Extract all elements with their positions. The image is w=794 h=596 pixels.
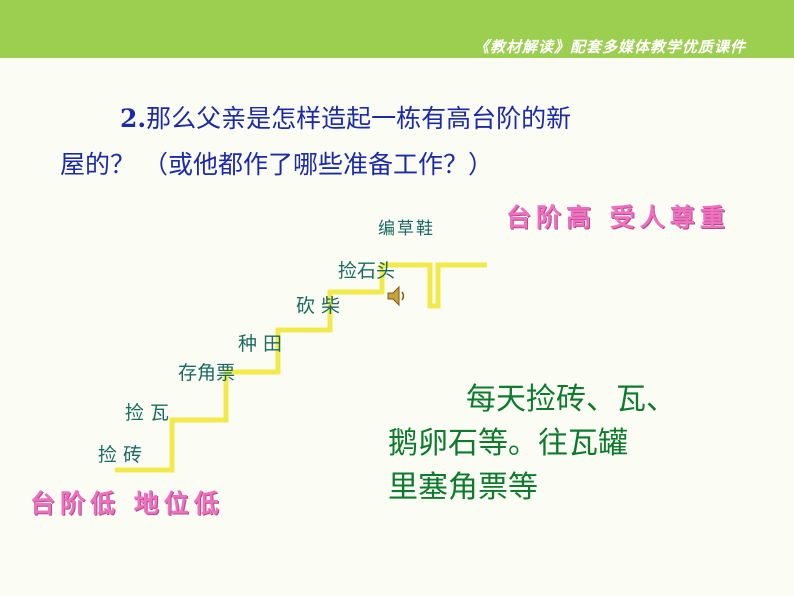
- question-line-1: 那么父亲是怎样造起一栋有高台阶的新: [146, 104, 572, 133]
- note-line-3: 里塞角票等: [388, 470, 538, 505]
- step-label-2: 捡 瓦: [125, 402, 170, 424]
- label-low-steps: 台阶低 地位低: [30, 489, 224, 518]
- brand-title: 《教材解读》配套多媒体教学优质课件: [473, 38, 746, 56]
- step-label-7: 编草鞋: [378, 219, 435, 239]
- question-text: 2.那么父亲是怎样造起一栋有高台阶的新 屋的？ （或他都作了哪些准备工作？）: [60, 96, 700, 188]
- label-high-steps: 台阶高 受人尊重: [506, 203, 730, 232]
- step-label-6: 捡石头: [338, 260, 396, 282]
- header-bar: 《教材解读》配套多媒体教学优质课件: [0, 0, 794, 58]
- note-line-2: 鹅卵石等。往瓦罐: [388, 426, 628, 461]
- step-label-3: 存角票: [178, 362, 236, 384]
- step-label-5: 砍 柴: [296, 295, 341, 317]
- question-line-2: 屋的？ （或他都作了哪些准备工作？）: [60, 150, 493, 179]
- speaker-icon[interactable]: [386, 284, 408, 308]
- question-number: 2.: [120, 104, 147, 133]
- note-line-1: 每天捡砖、瓦、: [466, 382, 676, 417]
- step-label-4: 种 田: [238, 333, 283, 355]
- staircase-line: [115, 262, 487, 473]
- answer-note: 每天捡砖、瓦、 鹅卵石等。往瓦罐 里塞角票等: [388, 378, 718, 510]
- step-label-1: 捡 砖: [98, 444, 143, 466]
